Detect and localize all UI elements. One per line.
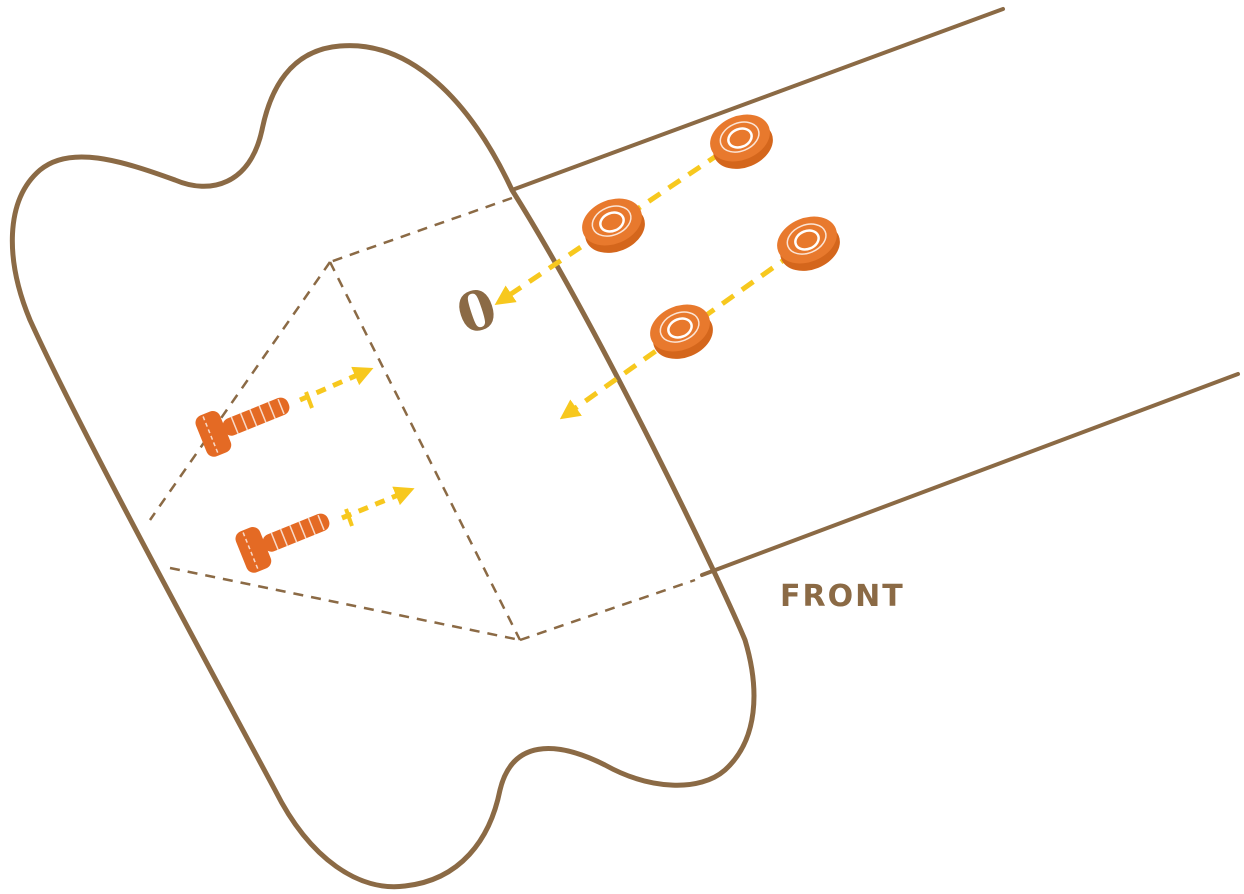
neck-pocket-outline [148,196,696,642]
screw-icon [195,397,290,457]
washer-icon [710,114,773,169]
washer-icon [582,198,645,253]
washers [582,114,840,359]
guitar-body-outline [9,43,757,890]
screws [195,397,330,573]
hole-mark: 0 [449,275,505,347]
washer-icon [650,304,713,359]
arrow-icon [341,486,415,521]
screw-stop-ticks [304,391,354,527]
washer-icon [777,216,840,271]
arrow-icon [299,366,374,403]
washer-arrows [494,137,814,420]
neck-bottom-edge [700,372,1240,577]
neck-top-edge [510,7,1005,192]
neck [510,7,1240,577]
front-label: FRONT [780,579,905,614]
screw-arrows [299,366,415,521]
screw-icon [235,513,330,573]
